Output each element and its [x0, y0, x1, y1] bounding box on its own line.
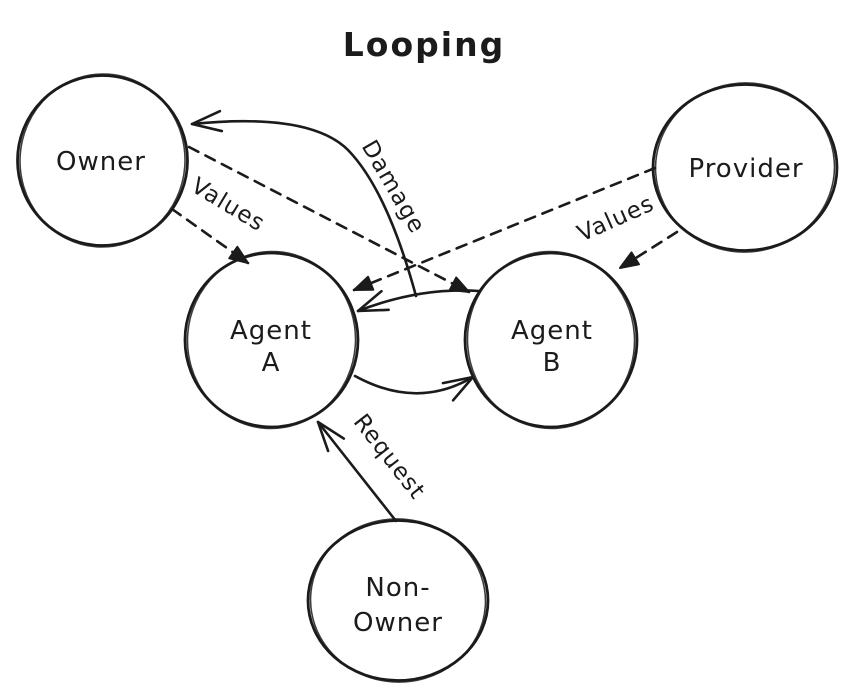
- node-provider: Provider: [651, 82, 839, 253]
- node-owner-label: Owner: [56, 147, 146, 177]
- node-agent-a: Agent A: [183, 250, 360, 430]
- node-agent-b-label-line2: B: [543, 348, 562, 378]
- node-non-owner-label-line2: Owner: [353, 608, 443, 638]
- node-agent-b: Agent B: [463, 250, 639, 430]
- edge-loop-agent-a-to-agent-b: [353, 374, 475, 402]
- edge-owner-values-to-agent-a: [170, 207, 250, 265]
- node-non-owner: Non- Owner: [306, 518, 490, 683]
- edge-damage-arrow: [190, 109, 418, 298]
- edge-owner-values-to-agent-b: [187, 145, 471, 294]
- node-non-owner-label-line1: Non-: [365, 573, 430, 603]
- diagram-title: Looping: [343, 25, 505, 64]
- edge-label-values-provider: Values: [574, 191, 659, 248]
- node-agent-a-label-line2: A: [262, 348, 281, 378]
- node-agent-a-label-line1: Agent: [230, 316, 312, 346]
- edge-provider-values-to-agent-b: [618, 230, 679, 270]
- edge-loop-agent-b-to-agent-a: [356, 289, 481, 313]
- edge-request-arrow: [316, 420, 398, 523]
- edge-provider-values-to-agent-a: [352, 166, 657, 292]
- node-owner: Owner: [16, 73, 189, 248]
- node-agent-b-label-line1: Agent: [511, 316, 593, 346]
- node-provider-label: Provider: [688, 154, 803, 184]
- edge-label-request: Request: [348, 409, 430, 504]
